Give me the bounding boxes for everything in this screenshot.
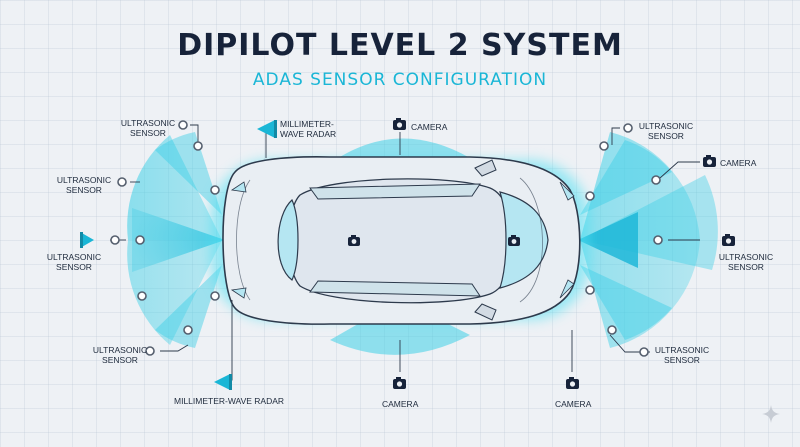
right-ultrasonic-fan xyxy=(580,265,672,340)
car-mirror xyxy=(474,303,497,321)
page-subtitle: ADAS SENSOR CONFIGURATION xyxy=(252,70,548,90)
left-ultrasonic-fan xyxy=(127,135,222,240)
car-taillight xyxy=(230,287,247,299)
ultrasonic-sensors xyxy=(110,120,663,357)
ultrasonic-sensor-icon xyxy=(623,123,633,133)
left-coverage-zones xyxy=(127,132,225,348)
car-side-window xyxy=(309,280,481,297)
ultrasonic-sensor-icon xyxy=(183,325,193,335)
camera-label: CAMERA xyxy=(555,399,592,409)
ultrasonic-sensor-icon xyxy=(145,346,155,356)
radar-icon xyxy=(80,232,94,248)
page-title: DIPILOT LEVEL 2 SYSTEM xyxy=(177,28,623,63)
car-rear-window xyxy=(277,199,299,281)
radar-label: MILLIMETER-WAVE RADAR xyxy=(174,396,285,406)
left-ultrasonic-fan xyxy=(127,240,222,345)
ultrasonic-sensor-label: ULTRASONIC SENSOR xyxy=(46,252,102,272)
right-coverage-zones xyxy=(578,132,718,348)
sparkle-icon xyxy=(762,405,780,423)
camera-icon xyxy=(703,155,716,167)
car-taillight xyxy=(230,181,247,193)
ultrasonic-sensor-label: ULTRASONIC SENSOR xyxy=(56,175,112,195)
ultrasonic-sensor-icon xyxy=(653,235,663,245)
ultrasonic-sensor-icon xyxy=(137,291,147,301)
camera-icon xyxy=(348,235,360,246)
bottom-camera-zone xyxy=(330,300,470,355)
radar-icon xyxy=(257,120,277,138)
radar-label: MILLIMETER-WAVE RADAR xyxy=(280,119,337,139)
ultrasonic-sensor-label: ULTRASONIC SENSOR xyxy=(638,121,694,141)
rear-radar-cone xyxy=(132,208,225,272)
camera-label: CAMERA xyxy=(720,158,757,168)
right-ultrasonic-fan xyxy=(580,132,700,240)
ultrasonic-sensor-icon xyxy=(639,347,649,357)
camera-icon xyxy=(393,118,406,130)
ultrasonic-sensor-label: ULTRASONIC SENSOR xyxy=(654,345,710,365)
ultrasonic-sensor-label: ULTRASONIC SENSOR xyxy=(120,118,176,138)
ultrasonic-sensor-icon xyxy=(210,185,220,195)
car-windshield xyxy=(499,191,549,289)
ultrasonic-sensor-icon xyxy=(178,120,188,130)
right-ultrasonic-fan xyxy=(580,240,700,348)
ultrasonic-sensor-label: ULTRASONIC SENSOR xyxy=(718,252,774,272)
car-mirror xyxy=(474,159,497,177)
front-radar-cone xyxy=(578,212,638,268)
ultrasonic-sensor-icon xyxy=(585,191,595,201)
camera-icon xyxy=(566,377,579,389)
ultrasonic-sensor-icon xyxy=(599,141,609,151)
ultrasonic-sensor-icon xyxy=(651,175,661,185)
ultrasonic-sensor-icon xyxy=(607,325,617,335)
camera-icon xyxy=(508,235,520,246)
camera-label: CAMERA xyxy=(411,122,448,132)
ultrasonic-sensor-icon xyxy=(193,141,203,151)
camera-icon xyxy=(722,234,735,246)
car-roof xyxy=(288,178,514,304)
ultrasonic-sensor-icon xyxy=(585,285,595,295)
ultrasonic-sensor-icon xyxy=(110,235,120,245)
ultrasonic-sensor-icon xyxy=(135,235,145,245)
car-headlight xyxy=(559,181,575,201)
camera-icon xyxy=(393,377,406,389)
car-headlight xyxy=(559,279,575,299)
camera-label: CAMERA xyxy=(382,399,419,409)
radar-icon xyxy=(214,374,232,390)
ultrasonic-sensor-icon xyxy=(117,177,127,187)
right-ultrasonic-fan xyxy=(580,140,672,215)
car-side-window xyxy=(309,183,481,200)
ultrasonic-sensor-label: ULTRASONIC SENSOR xyxy=(92,345,148,365)
car-body xyxy=(222,156,581,325)
left-ultrasonic-fan xyxy=(155,132,222,215)
left-ultrasonic-fan xyxy=(155,265,222,348)
ultrasonic-sensor-icon xyxy=(210,291,220,301)
